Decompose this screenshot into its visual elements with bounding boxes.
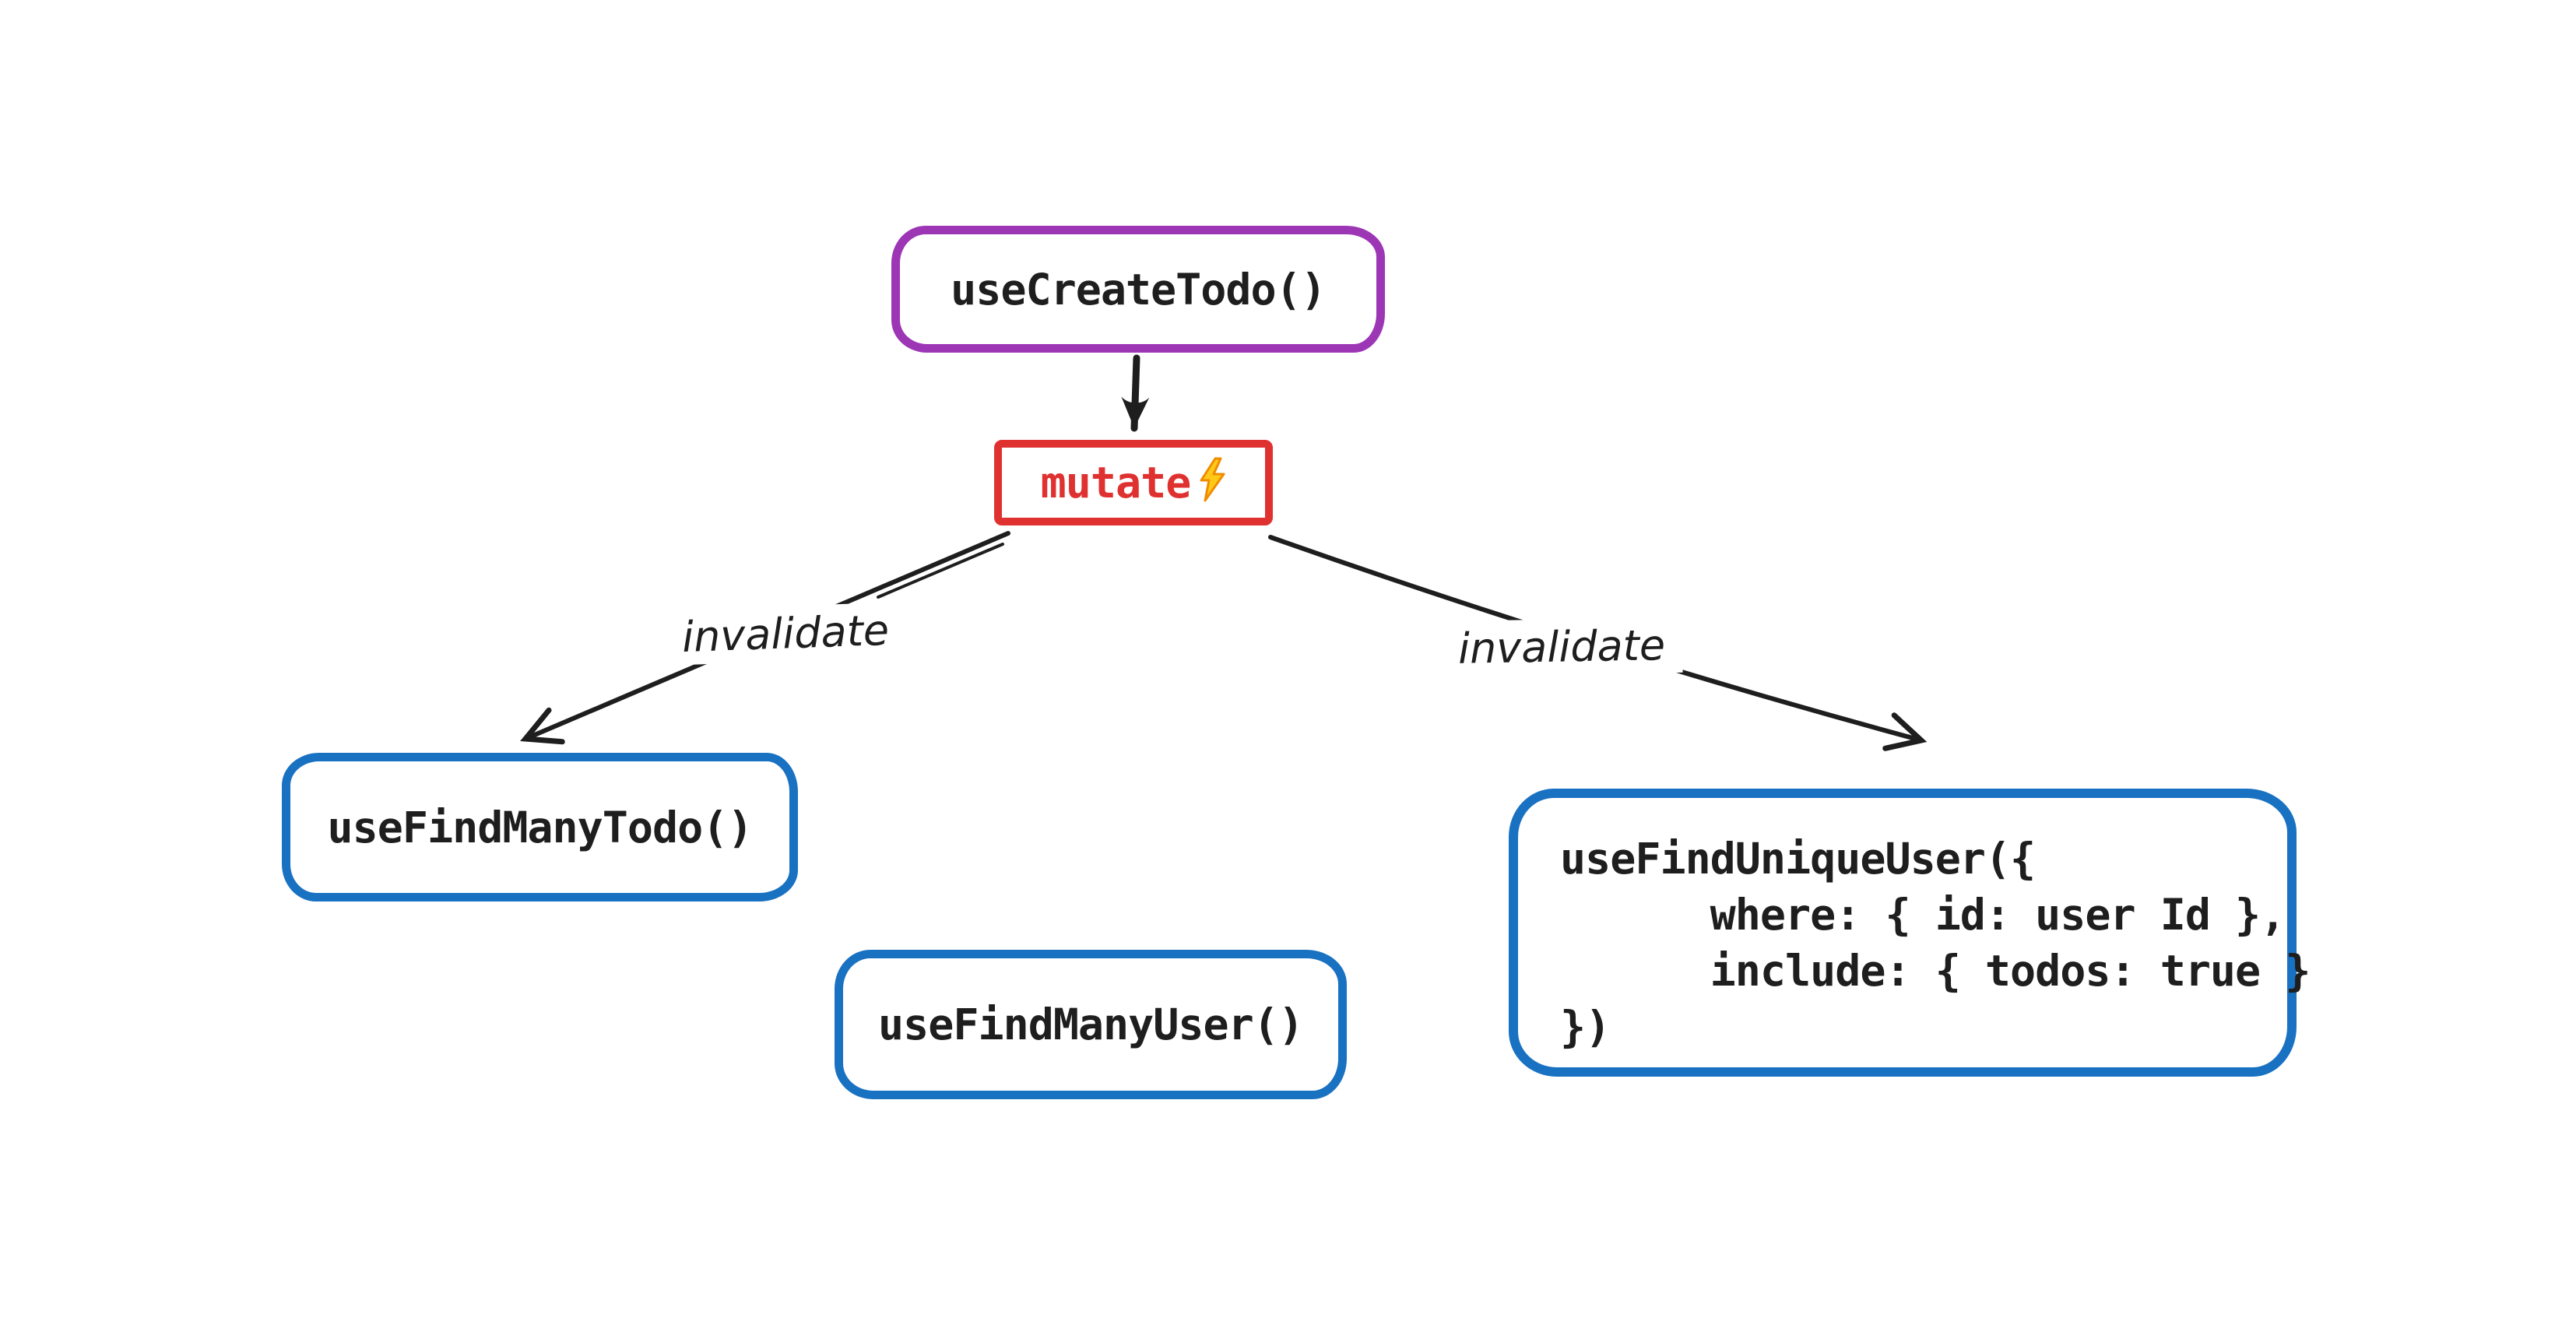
node-mutate-label: mutate bbox=[1040, 458, 1192, 508]
code-line-2: where: { id: user Id }, bbox=[1560, 890, 2286, 940]
edge-mutate-to-find-many-todo-sketch-stroke bbox=[877, 543, 1004, 599]
node-use-create-todo[interactable]: useCreateTodo() bbox=[891, 226, 1385, 353]
code-line-3: include: { todos: true } bbox=[1560, 946, 2311, 996]
lightning-bolt-icon bbox=[1198, 457, 1226, 505]
node-use-find-many-todo-label: useFindManyTodo() bbox=[327, 802, 754, 852]
node-use-find-many-user[interactable]: useFindManyUser() bbox=[835, 950, 1347, 1099]
edge-create-to-mutate[interactable] bbox=[1121, 354, 1150, 432]
code-line-1: useFindUniqueUser({ bbox=[1560, 834, 2036, 884]
node-use-find-unique-user[interactable]: useFindUniqueUser({ where: { id: user Id… bbox=[1509, 789, 2311, 1077]
edge-label-invalidate-left[interactable]: invalidate bbox=[663, 602, 908, 666]
node-use-create-todo-label: useCreateTodo() bbox=[951, 264, 1327, 315]
node-mutate[interactable]: mutate bbox=[994, 440, 1273, 525]
code-line-4: }) bbox=[1560, 1002, 1611, 1052]
node-use-find-many-user-label: useFindManyUser() bbox=[878, 1000, 1304, 1049]
node-use-find-many-todo[interactable]: useFindManyTodo() bbox=[282, 753, 798, 901]
edge-label-invalidate-right[interactable]: invalidate bbox=[1440, 617, 1683, 677]
